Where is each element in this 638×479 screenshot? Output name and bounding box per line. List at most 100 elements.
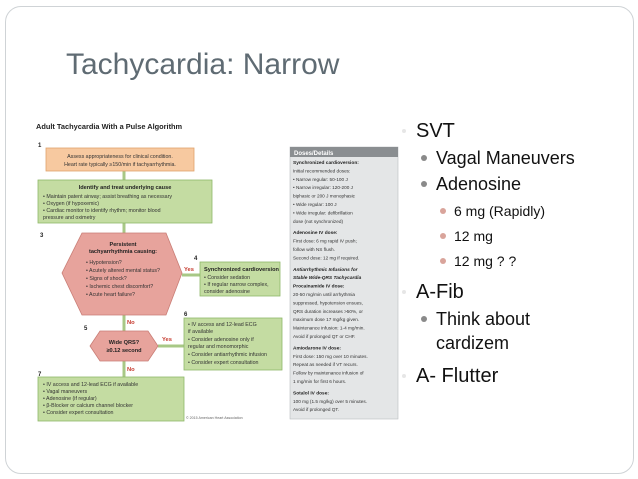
- bullet-dot-icon: [421, 181, 427, 187]
- svg-text:• IV access and 12-lead ECG if: • IV access and 12-lead ECG if available: [43, 382, 138, 388]
- bullet-list: SVT Vagal Maneuvers Adenosine 6 mg (Rapi…: [402, 116, 630, 389]
- svg-text:• Maintain patent airway; assi: • Maintain patent airway; assist breathi…: [43, 194, 172, 200]
- dose-line: Follow by maintenance infusion of: [293, 371, 364, 376]
- dose-line: Adenosine IV dose:: [293, 230, 338, 236]
- bullet-dot-icon: [421, 316, 427, 322]
- bullet-vagal: Vagal Maneuvers: [402, 146, 630, 170]
- dose-line: • Wide regular: 100 J: [293, 202, 337, 207]
- dose-line: Stable Wide-QRS Tachycardia: [293, 275, 362, 281]
- bullet-dot-icon: [440, 258, 446, 264]
- svg-text:4: 4: [194, 256, 198, 262]
- dose-line: • Wide irregular: defibrillation: [293, 210, 353, 215]
- dose-line: Initial recommended doses:: [293, 168, 350, 173]
- svg-text:Identify and treat underlying: Identify and treat underlying cause: [79, 185, 172, 191]
- flow-arrows: [122, 171, 200, 377]
- algorithm-title: Adult Tachycardia With a Pulse Algorithm: [36, 122, 183, 131]
- svg-text:• Consider adenosine only if: • Consider adenosine only if: [188, 337, 254, 343]
- svg-text:• Consider expert consultation: • Consider expert consultation: [188, 360, 259, 366]
- dose-line: • Narrow irregular: 120-200 J: [293, 185, 353, 190]
- svg-text:• If regular narrow complex,: • If regular narrow complex,: [204, 282, 269, 288]
- step-7-box: 7 • IV access and 12-lead ECG if availab…: [37, 372, 185, 422]
- svg-text:• Consider expert consultation: • Consider expert consultation: [43, 410, 114, 416]
- copyright-text: © 2015 American Heart Association: [186, 416, 243, 420]
- bullet-dose-1: 6 mg (Rapidly): [402, 201, 630, 221]
- svg-text:Assess appropriateness for cli: Assess appropriateness for clinical cond…: [67, 154, 173, 160]
- bullet-aflutter: A- Flutter: [402, 363, 630, 389]
- dose-line: First dose: 6 mg rapid IV push;: [293, 239, 357, 244]
- svg-text:• Acute heart failure?: • Acute heart failure?: [86, 292, 135, 298]
- svg-text:• Oxygen (if hypoxemic): • Oxygen (if hypoxemic): [43, 201, 99, 207]
- bullet-think-about: Think about: [402, 307, 630, 331]
- bullet-svt: SVT: [402, 118, 630, 144]
- step-4-box: 4 Synchronized cardioversion • Consider …: [194, 256, 281, 297]
- step-6-box: 6 • IV access and 12-lead ECG if availab…: [183, 312, 283, 371]
- bullet-afib: A-Fib: [402, 279, 630, 305]
- bullet-dot-icon: [402, 290, 406, 294]
- dose-line: Synchronized cardioversion:: [293, 160, 359, 166]
- svg-text:• Consider sedation: • Consider sedation: [204, 275, 250, 281]
- svg-text:• Signs of shock?: • Signs of shock?: [86, 276, 127, 282]
- no-label-2: No: [127, 367, 135, 373]
- dose-line: Avoid if prolonged QT or CHF.: [293, 334, 355, 339]
- svg-text:• Adenosine (if regular): • Adenosine (if regular): [43, 396, 97, 402]
- svg-text:tachyarrhythmia causing:: tachyarrhythmia causing:: [89, 249, 157, 255]
- bullet-cardizem: cardizem: [436, 333, 510, 353]
- dose-line: Antiarrhythmic Infusions for: [292, 267, 359, 273]
- svg-text:if available: if available: [188, 329, 213, 335]
- bullet-adenosine: Adenosine: [402, 172, 630, 196]
- svg-text:• β-Blocker or calcium channel: • β-Blocker or calcium channel blocker: [43, 403, 133, 409]
- algorithm-figure: Adult Tachycardia With a Pulse Algorithm…: [36, 122, 399, 422]
- svg-text:Persistent: Persistent: [109, 242, 136, 248]
- step-2-box: 2 Identify and treat underlying cause • …: [37, 179, 213, 224]
- bullet-dot-icon: [402, 129, 406, 133]
- slide-title: Tachycardia: Narrow: [66, 48, 340, 81]
- svg-text:7: 7: [38, 372, 42, 378]
- dose-line: 20-50 mg/min until arrhythmia: [293, 292, 355, 297]
- svg-text:regular and monomorphic: regular and monomorphic: [188, 344, 249, 350]
- yes-label-2: Yes: [162, 337, 172, 343]
- dose-line: First dose: 150 mg over 10 minutes.: [293, 354, 368, 359]
- doses-lines: Synchronized cardioversion: Initial recom…: [292, 160, 368, 412]
- dose-line: Repeat as needed if VT recurs.: [293, 362, 358, 367]
- svg-text:• Cardiac monitor to identify: • Cardiac monitor to identify rhythm; mo…: [43, 208, 161, 214]
- svg-text:Heart rate typically ≥150/min: Heart rate typically ≥150/min if tachyar…: [64, 162, 176, 168]
- svg-text:consider adenosine: consider adenosine: [204, 289, 250, 295]
- svg-text:pressure and oximetry: pressure and oximetry: [43, 215, 96, 221]
- svg-text:Synchronized cardioversion: Synchronized cardioversion: [204, 267, 279, 273]
- step-5-box: 5 Wide QRS? ≥0.12 second: [84, 326, 159, 362]
- dose-line: 100 mg (1.5 mg/kg) over 5 minutes.: [293, 399, 367, 404]
- dose-line: Amiodarone IV dose:: [293, 345, 341, 351]
- svg-text:3: 3: [40, 233, 44, 239]
- dose-line: QRS duration increases >50%, or: [293, 309, 363, 314]
- svg-text:• Ischemic chest discomfort?: • Ischemic chest discomfort?: [86, 284, 153, 290]
- doses-panel: Doses/Details Synchronized cardioversion…: [289, 146, 399, 420]
- svg-text:• Consider antiarrhythmic infu: • Consider antiarrhythmic infusion: [188, 352, 267, 358]
- bullet-dot-icon: [402, 374, 406, 378]
- svg-text:≥0.12 second: ≥0.12 second: [106, 348, 142, 354]
- svg-text:1: 1: [38, 143, 42, 149]
- svg-text:• Acutely altered mental statu: • Acutely altered mental status?: [86, 268, 160, 274]
- dose-line: dose (not synchronized): [293, 219, 343, 224]
- dose-line: Sotalol IV dose:: [293, 390, 329, 396]
- svg-text:5: 5: [84, 326, 88, 332]
- bullet-dot-icon: [440, 233, 446, 239]
- dose-line: 1 mg/min for first 6 hours.: [293, 379, 346, 384]
- dose-line: suppressed, hypotension ensues,: [293, 300, 363, 305]
- no-label-1: No: [127, 320, 135, 326]
- step-1-box: 1 Assess appropriateness for clinical co…: [38, 143, 195, 172]
- dose-line: Avoid if prolonged QT.: [293, 407, 339, 412]
- svg-text:• IV access and 12-lead ECG: • IV access and 12-lead ECG: [188, 322, 257, 328]
- svg-text:6: 6: [184, 312, 188, 318]
- dose-line: maximum dose 17 mg/kg given.: [293, 317, 359, 322]
- bullet-dot-icon: [421, 155, 427, 161]
- dose-line: Maintenance infusion: 1-4 mg/min.: [293, 326, 365, 331]
- step-3-box: 3 Persistent tachyarrhythmia causing: • …: [40, 232, 183, 316]
- svg-text:Wide QRS?: Wide QRS?: [109, 340, 140, 346]
- svg-text:• Hypotension?: • Hypotension?: [86, 260, 122, 266]
- bullet-dose-2: 12 mg: [402, 226, 630, 246]
- dose-line: Procainamide IV dose:: [293, 284, 345, 290]
- yes-label-1: Yes: [184, 267, 194, 273]
- bullet-dot-icon: [440, 208, 446, 214]
- doses-header: Doses/Details: [294, 151, 334, 157]
- dose-line: Second dose: 12 mg if required.: [293, 255, 359, 260]
